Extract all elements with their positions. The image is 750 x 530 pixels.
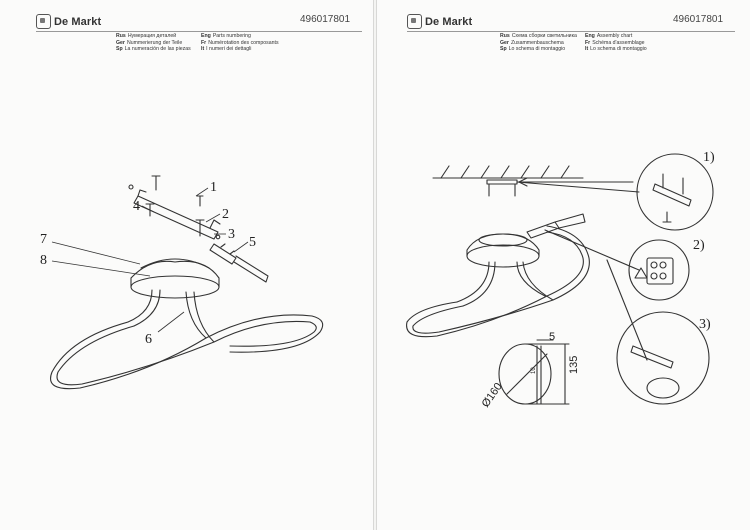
doc-number: 496017801 (673, 14, 724, 25)
dowel-icon (215, 234, 221, 240)
leader-line (141, 205, 155, 213)
led-ring-body (50, 314, 324, 390)
ceiling-bracket (486, 179, 518, 197)
brand-logo: De Markt (407, 14, 472, 29)
led-ring-body (406, 225, 590, 338)
callout-8: 8 (40, 253, 47, 268)
callout-1: 1 (210, 180, 217, 195)
mounting-bracket (133, 189, 221, 240)
canopy (466, 233, 540, 268)
de-markt-logo-icon (36, 14, 51, 29)
leader-line (51, 260, 151, 277)
leader-line (157, 311, 185, 333)
step-label-1: 1) (703, 150, 715, 165)
lamp-arms (127, 289, 215, 343)
bolt-icon (196, 195, 204, 207)
dim-thickness: 5 (549, 331, 555, 343)
brand-name: De Markt (54, 15, 102, 28)
parts-diagram: 1 2 3 4 5 6 7 8 (40, 175, 324, 390)
brand-logo: De Markt (36, 14, 101, 29)
leader-line (205, 213, 221, 223)
callout-7: 7 (40, 232, 47, 247)
callout-5: 5 (249, 235, 256, 250)
leader-line (233, 241, 249, 253)
brand-name: De Markt (425, 15, 473, 28)
canopy (130, 258, 220, 299)
dowel-icon (128, 184, 134, 190)
detail-circle-1 (636, 153, 714, 231)
detail-circle-2 (628, 239, 690, 301)
leader-line (195, 187, 209, 197)
leader-line (606, 259, 648, 361)
doc-number: 496017801 (300, 14, 351, 25)
step-label-3: 3) (699, 317, 711, 332)
header-rule (36, 31, 362, 32)
screw-icon (195, 219, 205, 237)
wire-connector (526, 213, 586, 239)
leader-line (516, 181, 640, 193)
dim-small: 10 (531, 367, 537, 374)
warning-icon (634, 267, 648, 279)
dim-height: 135 (568, 356, 580, 374)
callout-4: 4 (133, 199, 140, 214)
leader-line (544, 229, 640, 271)
dimension-drawing (498, 339, 570, 405)
callout-6: 6 (145, 332, 152, 347)
lamp-arms (456, 261, 554, 307)
screw-icon (151, 175, 161, 191)
callout-2: 2 (222, 207, 229, 222)
callout-3: 3 (228, 227, 235, 242)
leader-line (51, 241, 141, 265)
wire-connector (209, 243, 269, 283)
assembly-diagram: 1) 2) 3) Ø160 135 5 10 (406, 150, 715, 410)
detail-circle-3 (616, 311, 710, 405)
dim-diameter: Ø160 (480, 381, 505, 410)
de-markt-logo-icon (407, 14, 422, 29)
ceiling-hatch (432, 165, 584, 179)
step-label-2: 2) (693, 238, 705, 253)
header-rule (407, 31, 735, 32)
